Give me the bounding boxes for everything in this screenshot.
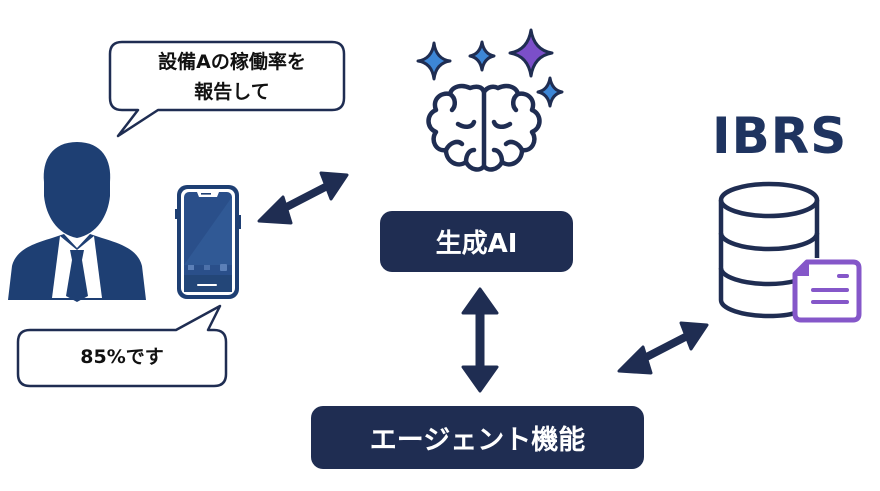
double-arrow-ai-agent bbox=[461, 287, 499, 393]
response-bubble-shape bbox=[16, 304, 228, 388]
request-bubble: 設備Aの稼働率を 報告して bbox=[110, 47, 354, 107]
request-line-1: 設備Aの稼働率を bbox=[158, 51, 306, 73]
double-arrow-user-ai bbox=[257, 171, 349, 225]
generative-ai-label: 生成AI bbox=[380, 211, 573, 272]
ibrs-title: IBRS bbox=[712, 107, 848, 165]
agent-function-label: エージェント機能 bbox=[311, 406, 644, 469]
request-bubble-shape bbox=[108, 40, 346, 138]
double-arrow-agent-ibrs bbox=[617, 321, 709, 375]
request-line-2: 報告して bbox=[194, 81, 270, 103]
response-bubble: 85%です bbox=[80, 346, 164, 368]
brain-sparkles-icon bbox=[416, 28, 564, 172]
businessman-icon bbox=[8, 142, 146, 302]
database-document-icon bbox=[718, 181, 862, 323]
document-icon bbox=[792, 259, 862, 323]
smartphone-icon bbox=[175, 185, 241, 299]
